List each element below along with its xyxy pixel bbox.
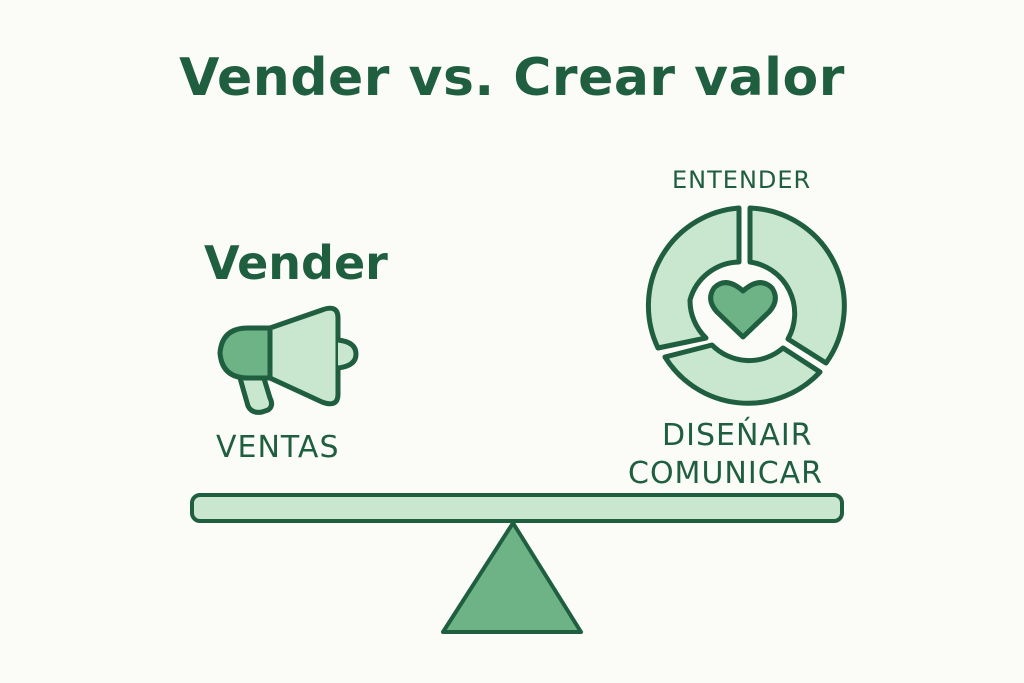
balance-beam xyxy=(190,493,844,523)
vender-heading: Vender xyxy=(204,236,388,290)
megaphone-icon xyxy=(217,305,359,415)
page-title: Vender vs. Crear valor xyxy=(179,48,845,108)
fulcrum-triangle xyxy=(441,521,583,634)
entender-label: ENTENDER xyxy=(672,166,812,194)
heart-icon xyxy=(708,280,778,340)
comunicar-label: COMUNICAR xyxy=(628,456,824,491)
heart-cycle-icon xyxy=(645,205,847,406)
ventas-label: VENTAS xyxy=(216,430,340,465)
disenar-label: DISEŃAIR xyxy=(662,418,813,453)
